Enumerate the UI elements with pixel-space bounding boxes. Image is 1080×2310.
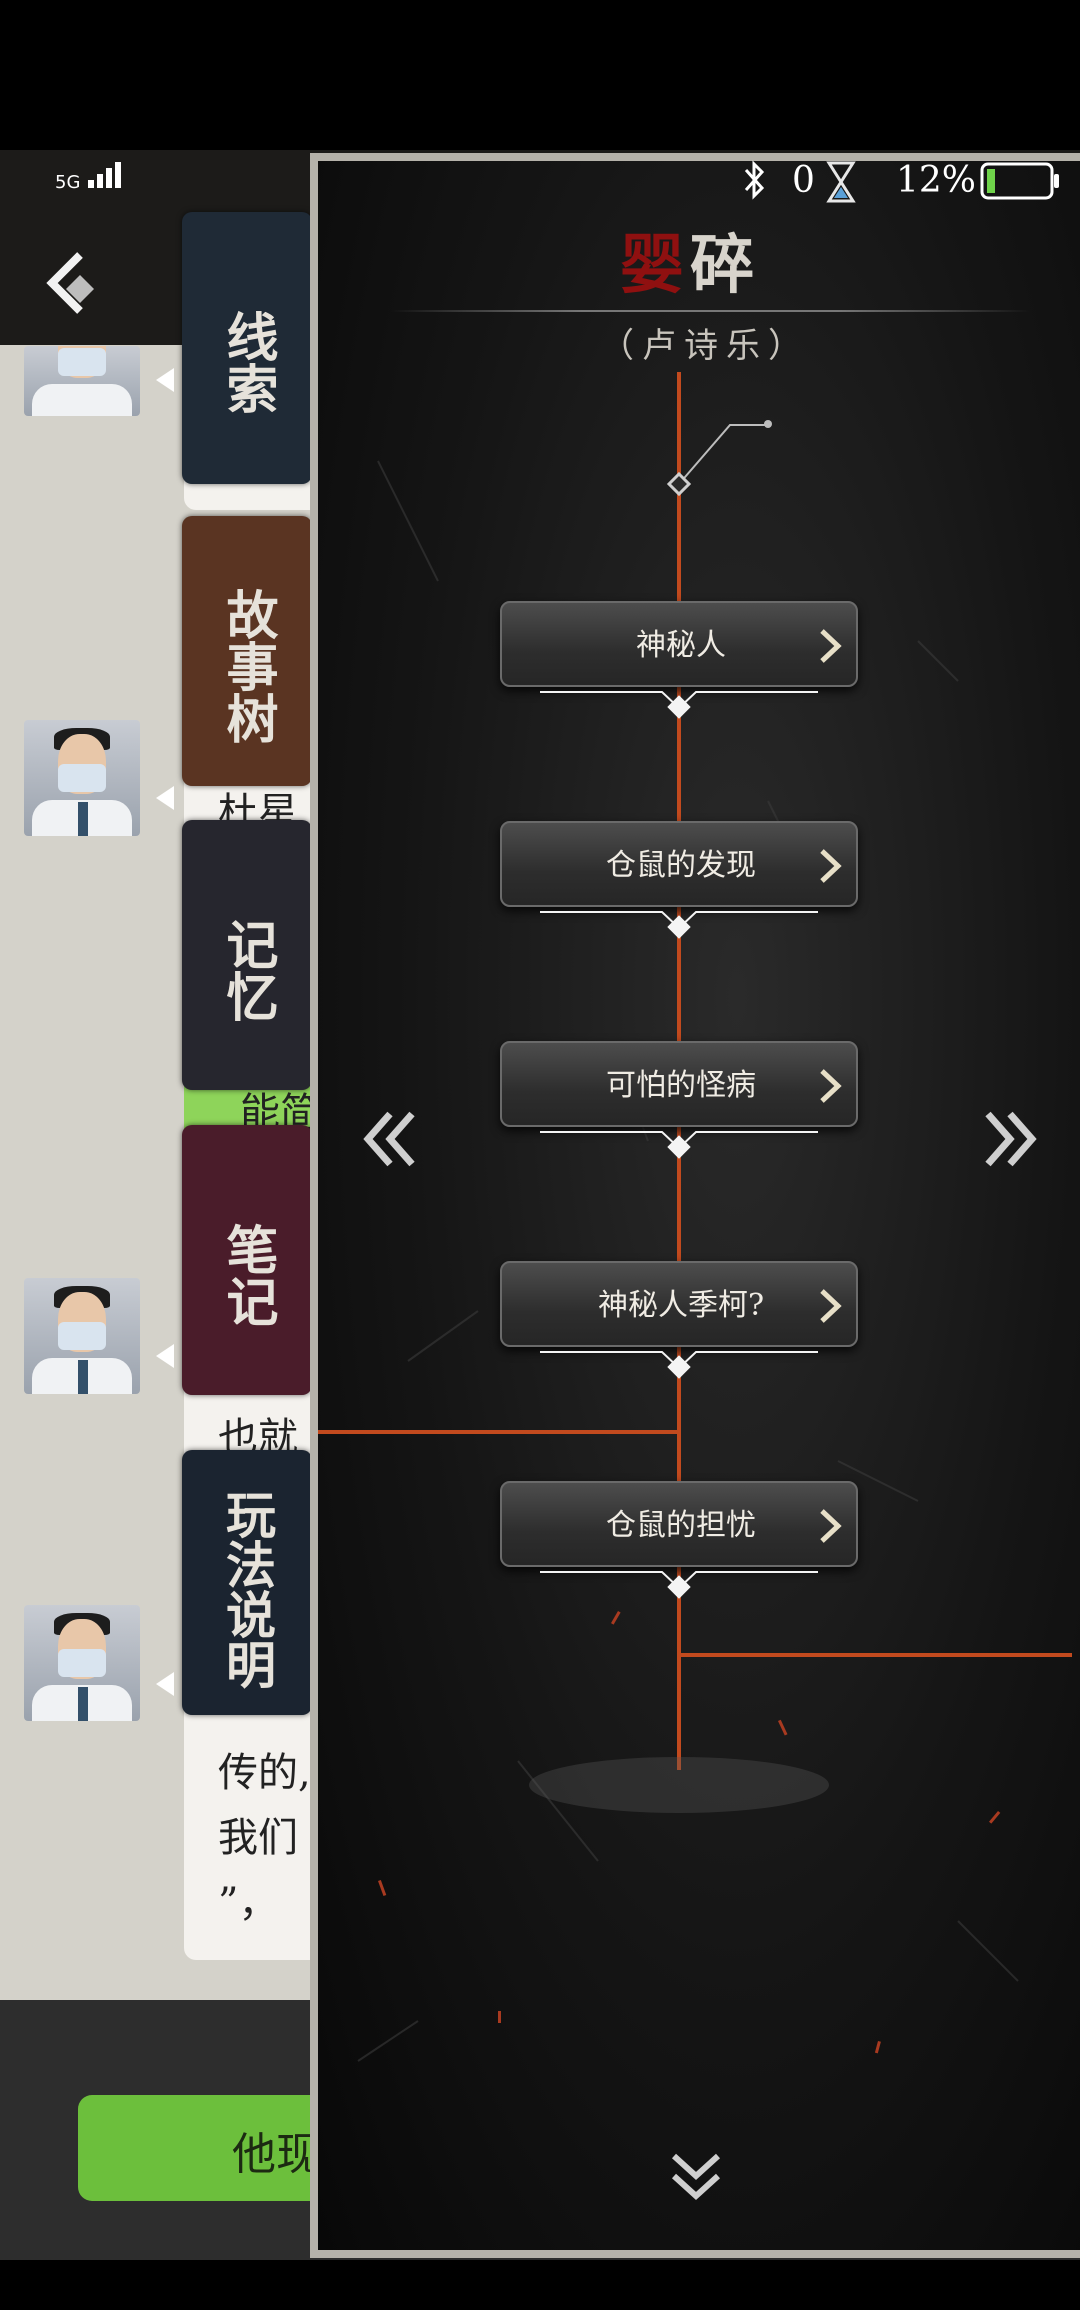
chapter-title: 婴碎 [620,214,760,306]
tab-how-to-play[interactable]: 玩法说明 [182,1450,312,1715]
network-label: 5G [55,172,81,193]
avatar[interactable] [24,720,140,836]
reply-button-label: 他现 [232,2129,320,2180]
tab-memory[interactable]: 记忆 [182,820,312,1090]
chat-text: 传的, [218,1750,311,1796]
bubble-pointer [156,368,174,392]
battery-icon [980,162,1059,200]
story-node[interactable]: 神秘人季柯? [500,1261,858,1347]
tab-clues[interactable]: 线索 [182,212,312,484]
tab-story-tree-label: 故事树 [217,588,278,744]
double-chevron-right-icon[interactable] [980,1108,1040,1170]
chapter-title-red: 婴 [620,228,690,303]
battery-percent: 12% [896,160,977,201]
chevron-right-icon [820,1509,842,1543]
avatar[interactable] [24,346,140,416]
story-node-label: 神秘人 [636,628,726,663]
title-divider [390,310,1030,312]
bubble-pointer [156,1672,174,1696]
hourglass-icon [826,161,856,203]
story-node[interactable]: 可怕的怪病 [500,1041,858,1127]
tab-notes-label: 笔记 [217,1223,278,1327]
story-node-label: 仓鼠的担忧 [606,1508,756,1543]
tab-clues-label: 线索 [217,310,278,414]
chat-text: ”， [218,1880,279,1926]
signal-bars-icon [88,162,124,193]
tab-story-tree[interactable]: 故事树 [182,516,312,786]
back-arrow-icon[interactable] [40,235,120,335]
bubble-pointer [156,1344,174,1368]
bubble-pointer [156,786,174,810]
chevron-right-icon [820,1069,842,1103]
chevron-right-icon [820,1289,842,1323]
avatar[interactable] [24,1278,140,1394]
bluetooth-count: 0 [792,160,815,201]
tab-memory-label: 记忆 [217,918,278,1022]
tab-notes[interactable]: 笔记 [182,1125,312,1395]
bluetooth-icon [744,160,765,200]
story-tree-panel [310,153,1080,2258]
tab-how-to-play-label: 玩法说明 [218,1489,277,1689]
panel-texture [357,460,1019,2062]
story-node[interactable]: 仓鼠的发现 [500,821,858,907]
story-node[interactable]: 仓鼠的担忧 [500,1481,858,1567]
story-node-label: 仓鼠的发现 [606,848,756,883]
chapter-title-white: 碎 [690,228,760,303]
double-chevron-left-icon[interactable] [360,1108,420,1170]
chat-text: 我们 [218,1815,298,1861]
character-name: （卢诗乐） [600,326,810,366]
double-chevron-down-icon[interactable] [668,2148,724,2204]
story-node[interactable]: 神秘人 [500,601,858,687]
avatar[interactable] [24,1605,140,1721]
signal-indicator: 5G [55,162,124,193]
story-node-label: 可怕的怪病 [606,1068,756,1103]
chevron-right-icon [820,629,842,663]
chevron-right-icon [820,849,842,883]
story-node-label: 神秘人季柯? [597,1288,765,1323]
